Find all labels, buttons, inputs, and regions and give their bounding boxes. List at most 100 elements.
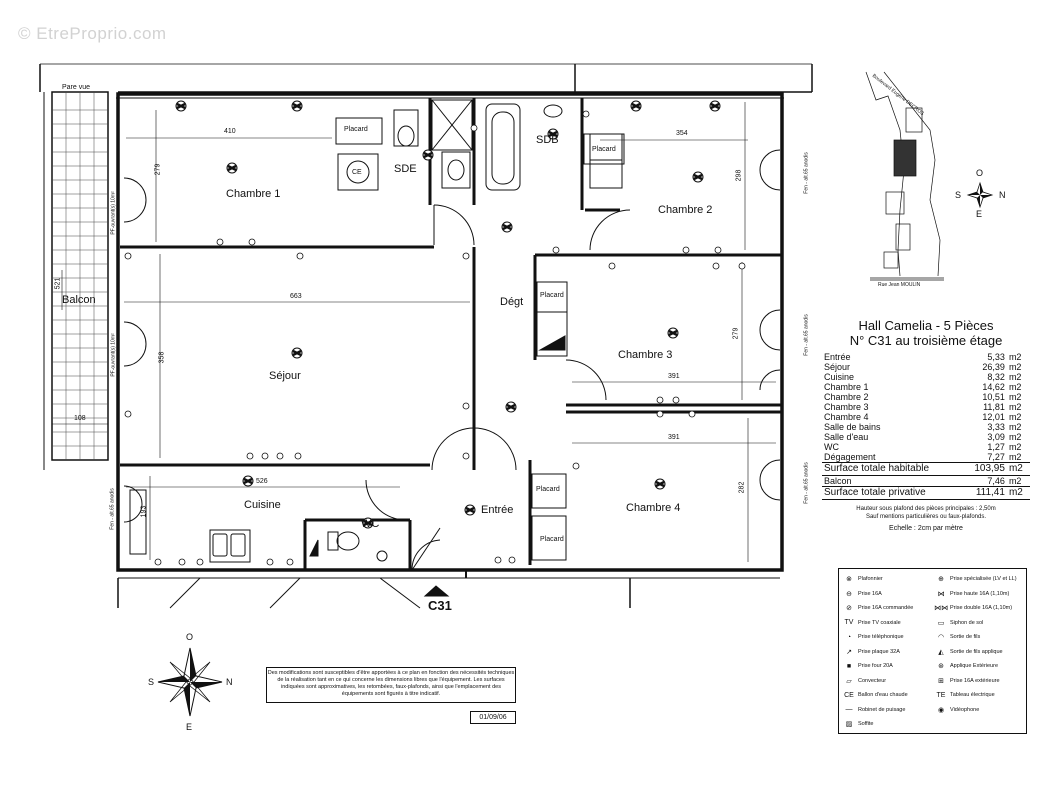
legend-symbol-icon: ⊗ bbox=[846, 576, 852, 583]
summary-title: Hall Camelia - 5 Pièces bbox=[858, 318, 994, 333]
dim-label: 108 bbox=[74, 415, 86, 422]
legend-symbol-icon: ◭ bbox=[938, 648, 944, 656]
compass-n: N bbox=[226, 677, 233, 687]
legend-label: Prise haute 16A (1,10m) bbox=[950, 590, 1010, 597]
total-habitable-row: Surface totale habitable 103,95 m2 bbox=[822, 462, 1030, 476]
window-label: Fen - alt.65 anodis bbox=[803, 152, 810, 194]
legend-item: ⊛ Applique Extérieure bbox=[935, 662, 1027, 670]
legend-item: —Robinet de puisage bbox=[843, 706, 935, 714]
window-label: Fen - alt.65 anodis bbox=[803, 462, 810, 504]
legend-item: ⊕Prise spécialisée (LV et LL) bbox=[935, 575, 1027, 583]
legend-label: Prise four 20A bbox=[858, 663, 893, 669]
legend-symbol-icon: ▨ bbox=[845, 721, 853, 728]
pare-vue-label: Pare vue bbox=[62, 84, 91, 91]
legend-label: Convecteur bbox=[858, 677, 887, 684]
legend-symbol-icon: TV bbox=[844, 619, 854, 626]
street-label: Rue Jean MOULIN bbox=[878, 282, 921, 288]
dim-label: 279 bbox=[154, 163, 162, 176]
room-label-chambre-1: Chambre 1 bbox=[226, 188, 281, 200]
legend-label: Prise TV coaxiale bbox=[858, 619, 901, 626]
legend-label: Ballon d'eau chaude bbox=[858, 692, 908, 698]
legend-symbol-icon: ⋈⋈ bbox=[934, 605, 948, 612]
compass-e: E bbox=[976, 209, 983, 219]
legend-item: ⊗Plafonnier bbox=[843, 575, 935, 583]
legend-item: ◠ Sortie de fils bbox=[935, 633, 1027, 641]
legend-symbol-icon: ↗ bbox=[846, 648, 852, 656]
legend-item: ◭ Sortie de fils applique bbox=[935, 648, 1027, 656]
legend-symbol-icon: ⊞ bbox=[938, 677, 944, 685]
placard-label: Placard bbox=[592, 146, 616, 153]
legend-symbol-icon: ◔ bbox=[846, 633, 852, 641]
legend-symbol-icon: ⋈ bbox=[937, 590, 945, 598]
room-label-chambre-3: Chambre 3 bbox=[618, 349, 673, 361]
legend-item: ⊖ Prise 16A bbox=[843, 590, 935, 598]
legend-label: Vidéophone bbox=[950, 706, 980, 713]
legend-item: ⊘Prise 16A commandée bbox=[843, 604, 935, 612]
window-label: PF-ouvrant(s) 10m² bbox=[110, 333, 117, 377]
surface-summary: Hall Camelia - 5 Pièces N° C31 au troisi… bbox=[822, 318, 1030, 533]
legend-item: ▨ Soffite bbox=[843, 720, 935, 728]
legend-symbol-icon: — bbox=[845, 706, 853, 713]
room-label-chambre-2: Chambre 2 bbox=[658, 204, 713, 216]
legend-symbol-icon: ▱ bbox=[846, 677, 852, 685]
dim-label: 391 bbox=[668, 434, 680, 441]
compass-e: E bbox=[186, 722, 193, 732]
socket-icons bbox=[124, 110, 746, 566]
legend-symbol-icon: ⊛ bbox=[938, 663, 944, 670]
dim-label: 358 bbox=[158, 351, 166, 364]
compass-s: S bbox=[955, 190, 962, 200]
watermark-text: © EtreProprio.com bbox=[18, 24, 167, 43]
summary-subtitle: N° C31 au troisième étage bbox=[849, 333, 1003, 348]
legend-label: Prise 16A commandée bbox=[858, 605, 914, 611]
scale-note: Echelle : 2cm par mètre bbox=[889, 525, 963, 532]
dim-label: 663 bbox=[290, 293, 302, 300]
legend-item: ▭Siphon de sol bbox=[935, 619, 1027, 627]
legend-label: Prise 16A bbox=[858, 590, 882, 597]
legend-symbol-icon: CE bbox=[844, 691, 854, 699]
legend-item: ◔ Prise téléphonique bbox=[843, 633, 935, 641]
compass-s: S bbox=[148, 677, 155, 687]
room-label-balcon: Balcon bbox=[62, 294, 96, 306]
legend-symbol-icon: ⊖ bbox=[846, 590, 852, 598]
legend-item: ↗Prise plaque 32A bbox=[843, 648, 935, 656]
legend-label: Soffite bbox=[858, 721, 874, 727]
legend-label: Siphon de sol bbox=[950, 619, 984, 626]
compass-small-icon bbox=[966, 181, 994, 209]
legend-label: Prise téléphonique bbox=[858, 634, 904, 640]
disclaimer-notice: Des modifications sont susceptibles d'êt… bbox=[266, 667, 516, 703]
compass-large-icon bbox=[157, 647, 223, 717]
dim-label: 279 bbox=[732, 327, 740, 340]
room-label-wc: WC bbox=[361, 518, 380, 530]
room-label-entree: Entrée bbox=[481, 504, 514, 516]
compass-n: N bbox=[999, 190, 1006, 200]
legend-label: Sortie de fils bbox=[950, 634, 981, 640]
dim-label: 193 bbox=[140, 505, 148, 518]
legend-label: Applique Extérieure bbox=[950, 663, 999, 669]
legend-item: CE Ballon d'eau chaude bbox=[843, 691, 935, 699]
placard-label: Placard bbox=[540, 292, 564, 299]
legend-label: Sortie de fils applique bbox=[950, 648, 1003, 655]
apartment-label: C31 bbox=[428, 598, 452, 613]
placard-label: Placard bbox=[540, 536, 564, 543]
legend-item: ⋈⋈Prise double 16A (1,10m) bbox=[934, 604, 1027, 612]
dim-label: 282 bbox=[738, 481, 746, 494]
legend-label: Tableau électrique bbox=[950, 692, 995, 698]
room-label-sdb: SDB bbox=[536, 134, 559, 146]
legend-item: ■Prise four 20A bbox=[843, 662, 935, 670]
legend-symbol-icon: ⊕ bbox=[938, 576, 944, 583]
room-label-sejour: Séjour bbox=[269, 370, 301, 382]
balcon-row: Balcon 7,46 m2 bbox=[824, 476, 1022, 486]
symbol-legend: ⊗Plafonnier⊕Prise spécialisée (LV et LL)… bbox=[838, 568, 1027, 734]
ceiling-height-note: Hauteur sous plafond des pièces principa… bbox=[856, 506, 996, 512]
legend-symbol-icon: ◠ bbox=[937, 634, 945, 641]
